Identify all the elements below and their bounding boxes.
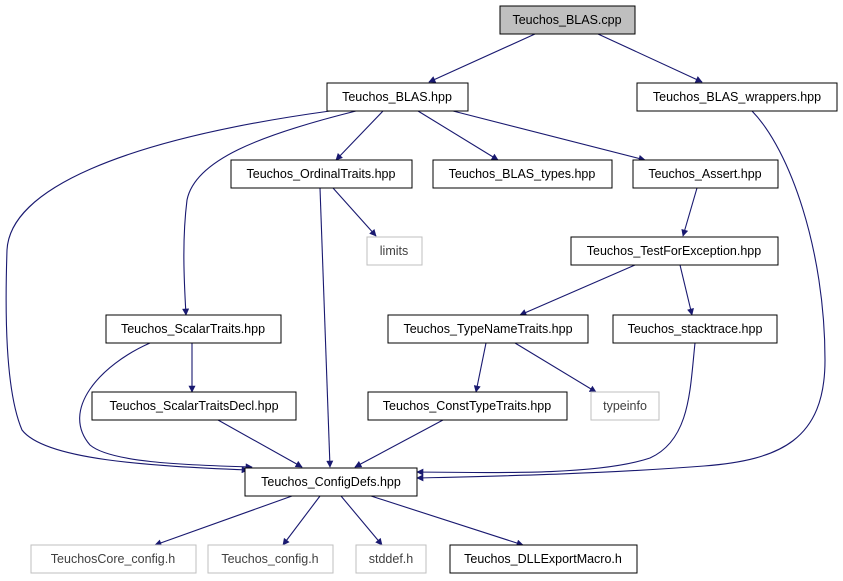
edge-ordinal-traits-to-config-defs xyxy=(319,187,334,468)
node-label: Teuchos_DLLExportMacro.h xyxy=(464,552,622,566)
edge-test-for-exception-to-stacktrace xyxy=(679,264,694,316)
node-label: Teuchos_Assert.hpp xyxy=(648,167,761,181)
node-label: TeuchosCore_config.h xyxy=(51,552,175,566)
node-assert[interactable]: Teuchos_Assert.hpp xyxy=(632,159,779,189)
node-label: Teuchos_stacktrace.hpp xyxy=(628,322,763,336)
node-label: stddef.h xyxy=(369,552,414,566)
node-config-defs[interactable]: Teuchos_ConfigDefs.hpp xyxy=(244,467,418,497)
edge-config-defs-to-dll-export xyxy=(370,495,524,547)
edge-config-defs-to-teuchos-config xyxy=(282,495,321,546)
node-test-for-exception[interactable]: Teuchos_TestForException.hpp xyxy=(570,236,779,266)
node-stacktrace[interactable]: Teuchos_stacktrace.hpp xyxy=(612,314,778,344)
node-stddef[interactable]: stddef.h xyxy=(355,544,427,574)
node-blas-hpp[interactable]: Teuchos_BLAS.hpp xyxy=(326,82,469,112)
edge-blas-hpp-to-assert xyxy=(452,110,646,162)
node-label: Teuchos_TestForException.hpp xyxy=(587,244,761,258)
edge-blas-hpp-to-config-defs xyxy=(5,110,331,474)
node-label: Teuchos_ScalarTraits.hpp xyxy=(121,322,265,336)
node-label: Teuchos_ConfigDefs.hpp xyxy=(261,475,401,489)
node-label: Teuchos_TypeNameTraits.hpp xyxy=(403,322,572,336)
node-label: Teuchos_ConstTypeTraits.hpp xyxy=(383,399,551,413)
edge-blas-cpp-to-blas-hpp xyxy=(428,33,536,83)
edge-config-defs-to-core-config xyxy=(154,495,293,547)
edge-blas-cpp-to-blas-wrappers xyxy=(597,33,703,83)
edge-type-name-traits-to-const-type-traits xyxy=(473,342,487,393)
node-ordinal-traits[interactable]: Teuchos_OrdinalTraits.hpp xyxy=(230,159,413,189)
edge-blas-hpp-to-blas-types xyxy=(417,110,499,161)
node-label: Teuchos_BLAS.hpp xyxy=(342,90,452,104)
node-core-config[interactable]: TeuchosCore_config.h xyxy=(30,544,197,574)
node-label: limits xyxy=(380,244,408,258)
node-type-name-traits[interactable]: Teuchos_TypeNameTraits.hpp xyxy=(387,314,589,344)
node-label: typeinfo xyxy=(603,399,647,413)
edge-assert-to-test-for-exception xyxy=(681,187,698,237)
edge-ordinal-traits-to-limits xyxy=(332,187,377,237)
edge-blas-wrappers-to-config-defs xyxy=(416,110,826,482)
edge-scalar-traits-decl-to-config-defs xyxy=(217,419,303,468)
node-dll-export[interactable]: Teuchos_DLLExportMacro.h xyxy=(449,544,638,574)
node-scalar-traits-decl[interactable]: Teuchos_ScalarTraitsDecl.hpp xyxy=(91,391,297,421)
edge-const-type-traits-to-config-defs xyxy=(354,419,444,468)
edge-type-name-traits-to-typeinfo xyxy=(514,342,597,393)
edges xyxy=(5,33,826,547)
node-blas-wrappers[interactable]: Teuchos_BLAS_wrappers.hpp xyxy=(636,82,838,112)
nodes: Teuchos_BLAS.cpp Teuchos_BLAS.hpp Teucho… xyxy=(30,5,838,574)
node-label: Teuchos_BLAS_types.hpp xyxy=(449,167,596,181)
edge-test-for-exception-to-type-name-traits xyxy=(519,264,636,316)
node-label: Teuchos_OrdinalTraits.hpp xyxy=(247,167,396,181)
node-label: Teuchos_BLAS.cpp xyxy=(512,13,621,27)
node-scalar-traits[interactable]: Teuchos_ScalarTraits.hpp xyxy=(105,314,282,344)
edge-stacktrace-to-config-defs xyxy=(416,342,696,476)
edge-scalar-traits-to-config-defs xyxy=(79,342,253,471)
edge-blas-hpp-to-scalar-traits xyxy=(182,110,357,316)
node-typeinfo[interactable]: typeinfo xyxy=(590,391,660,421)
node-teuchos-config[interactable]: Teuchos_config.h xyxy=(207,544,334,574)
node-const-type-traits[interactable]: Teuchos_ConstTypeTraits.hpp xyxy=(367,391,568,421)
edge-blas-hpp-to-ordinal-traits xyxy=(335,110,384,161)
node-blas-types[interactable]: Teuchos_BLAS_types.hpp xyxy=(432,159,613,189)
edge-config-defs-to-stddef xyxy=(340,495,383,546)
node-limits[interactable]: limits xyxy=(366,236,423,266)
node-label: Teuchos_ScalarTraitsDecl.hpp xyxy=(109,399,278,413)
node-label: Teuchos_BLAS_wrappers.hpp xyxy=(653,90,821,104)
node-label: Teuchos_config.h xyxy=(221,552,318,566)
node-blas-cpp[interactable]: Teuchos_BLAS.cpp xyxy=(499,5,636,35)
